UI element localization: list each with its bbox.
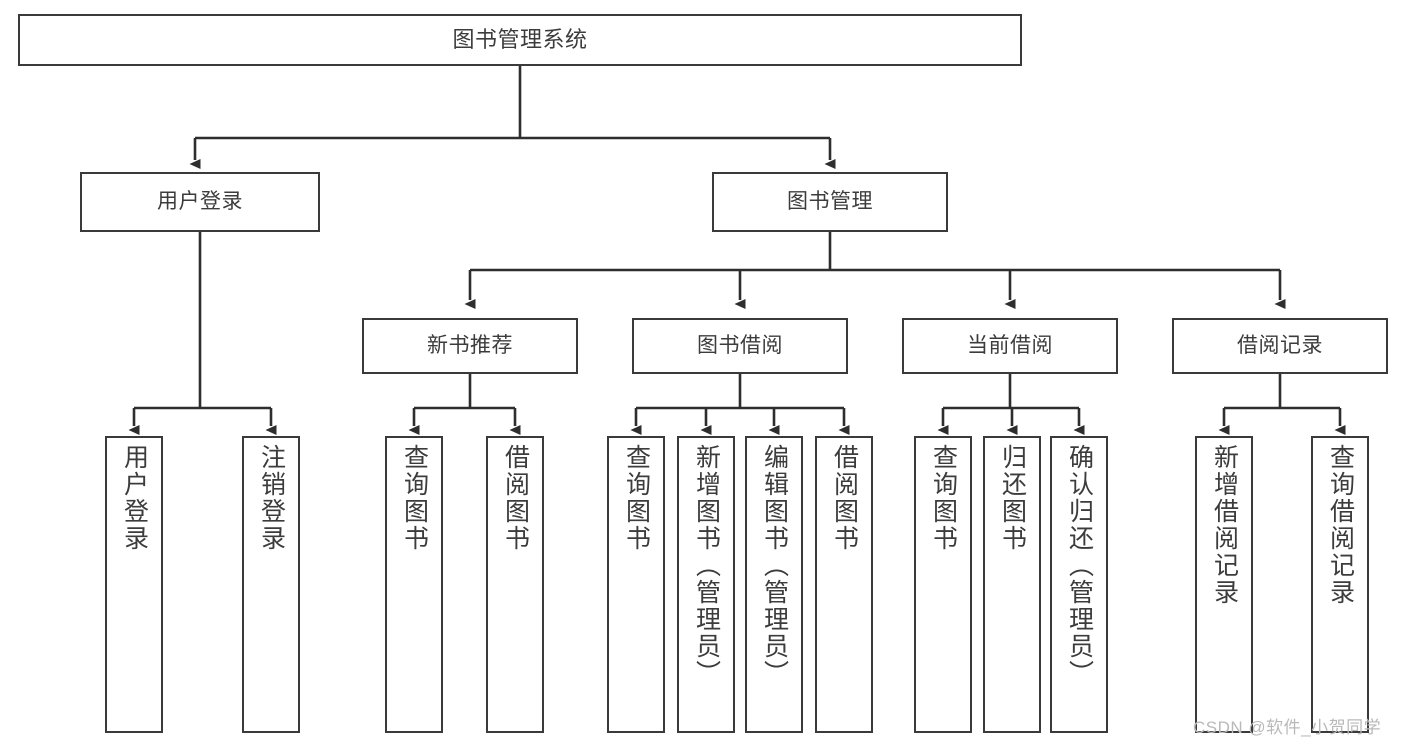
node-leaf-add-record-label: 新增借阅记录 (1210, 444, 1239, 606)
node-user-login[interactable]: 用户登录 (80, 172, 320, 232)
node-leaf-query-book-borrow-label: 查询图书 (622, 444, 651, 552)
node-leaf-edit-book-label: 编辑图书（管理员） (760, 444, 789, 687)
node-leaf-borrow-book-rec[interactable]: 借阅图书 (486, 436, 544, 733)
node-leaf-borrow-book-label: 借阅图书 (830, 444, 859, 552)
node-root-label: 图书管理系统 (452, 27, 588, 53)
node-leaf-query-record[interactable]: 查询借阅记录 (1311, 436, 1369, 733)
node-leaf-user-login-label: 用户登录 (120, 444, 149, 552)
node-borrow-record[interactable]: 借阅记录 (1172, 318, 1388, 374)
node-user-login-label: 用户登录 (157, 189, 243, 213)
node-leaf-confirm-return[interactable]: 确认归还（管理员） (1050, 436, 1108, 733)
node-borrow-record-label: 借阅记录 (1237, 333, 1323, 357)
node-leaf-edit-book[interactable]: 编辑图书（管理员） (745, 436, 803, 733)
node-leaf-user-logout-label: 注销登录 (257, 444, 286, 552)
node-leaf-user-logout[interactable]: 注销登录 (242, 436, 300, 733)
node-leaf-query-book-cur-label: 查询图书 (929, 444, 958, 552)
watermark: CSDN @软件_小贺同学 (1193, 718, 1382, 737)
node-book-manage-label: 图书管理 (787, 189, 873, 213)
node-leaf-return-book[interactable]: 归还图书 (983, 436, 1041, 733)
node-new-book-recommend[interactable]: 新书推荐 (362, 318, 578, 374)
node-book-manage[interactable]: 图书管理 (712, 172, 948, 232)
node-leaf-add-record[interactable]: 新增借阅记录 (1195, 436, 1253, 733)
node-leaf-return-book-label: 归还图书 (998, 444, 1027, 552)
node-leaf-query-book-borrow[interactable]: 查询图书 (607, 436, 665, 733)
node-book-borrow-label: 图书借阅 (697, 333, 783, 357)
node-current-borrow[interactable]: 当前借阅 (902, 318, 1118, 374)
node-leaf-user-login[interactable]: 用户登录 (105, 436, 163, 733)
node-leaf-query-book-rec-label: 查询图书 (400, 444, 429, 552)
node-leaf-add-book[interactable]: 新增图书（管理员） (677, 436, 735, 733)
node-leaf-query-book-cur[interactable]: 查询图书 (914, 436, 972, 733)
node-leaf-confirm-return-label: 确认归还（管理员） (1065, 444, 1094, 687)
node-new-book-recommend-label: 新书推荐 (427, 333, 513, 357)
node-leaf-borrow-book[interactable]: 借阅图书 (815, 436, 873, 733)
node-leaf-query-book-rec[interactable]: 查询图书 (385, 436, 443, 733)
node-book-borrow[interactable]: 图书借阅 (632, 318, 848, 374)
node-root[interactable]: 图书管理系统 (18, 14, 1022, 66)
node-leaf-query-record-label: 查询借阅记录 (1326, 444, 1355, 606)
node-leaf-borrow-book-rec-label: 借阅图书 (501, 444, 530, 552)
node-current-borrow-label: 当前借阅 (967, 333, 1053, 357)
node-leaf-add-book-label: 新增图书（管理员） (692, 444, 721, 687)
